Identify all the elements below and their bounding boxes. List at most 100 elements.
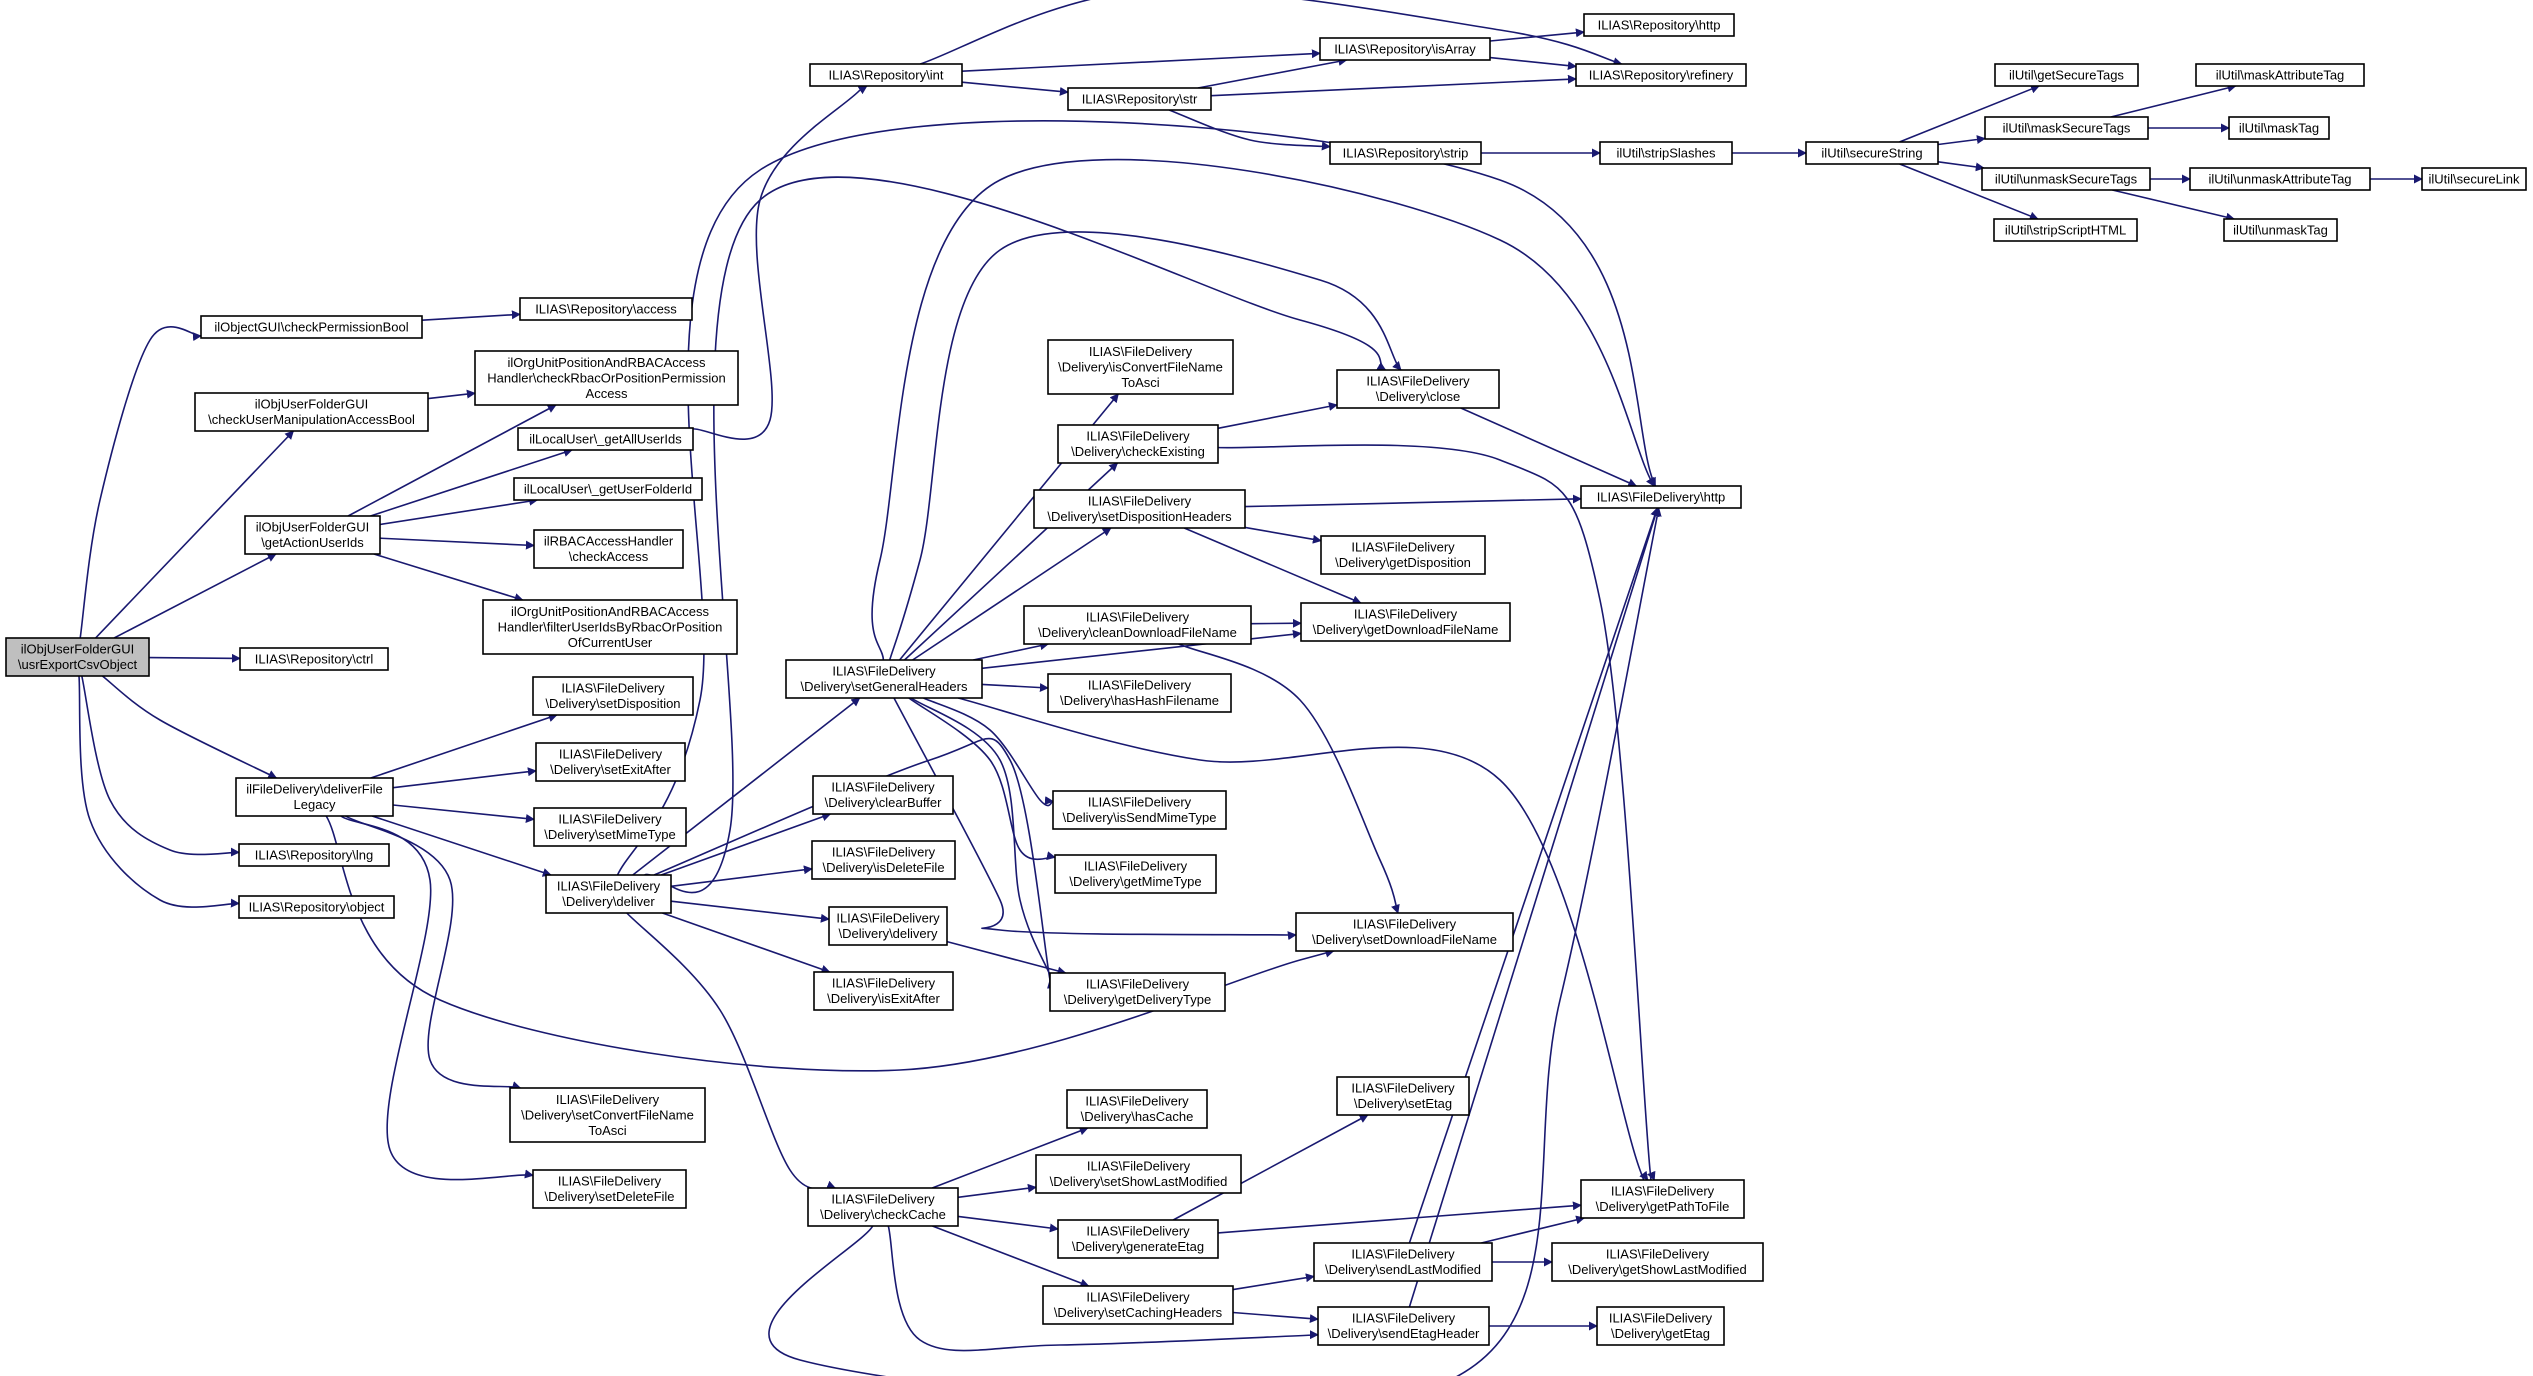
node-box[interactable] — [1057, 424, 1219, 464]
node-setConvertFileName[interactable]: ILIAS\FileDelivery\Delivery\setConvertFi… — [509, 1087, 706, 1143]
node-getPathToFile[interactable]: ILIAS\FileDelivery\Delivery\getPathToFil… — [1580, 1179, 1745, 1219]
node-root[interactable]: ilObjUserFolderGUI\usrExportCsvObject — [5, 637, 150, 677]
node-box[interactable] — [1067, 87, 1212, 111]
node-box[interactable] — [1329, 141, 1482, 165]
node-box[interactable] — [812, 775, 954, 815]
node-maskSecureTags[interactable]: ilUtil\maskSecureTags — [1984, 116, 2149, 140]
node-box[interactable] — [532, 676, 694, 716]
node-box[interactable] — [1583, 13, 1735, 37]
node-getMimeType[interactable]: ILIAS\FileDelivery\Delivery\getMimeType — [1054, 854, 1217, 894]
node-repoStr[interactable]: ILIAS\Repository\str — [1067, 87, 1212, 111]
node-getEtag[interactable]: ILIAS\FileDelivery\Delivery\getEtag — [1596, 1306, 1725, 1346]
node-getDisposition[interactable]: ILIAS\FileDelivery\Delivery\getDispositi… — [1320, 535, 1486, 575]
node-stripScriptHTML[interactable]: ilUtil\stripScriptHTML — [1993, 218, 2138, 242]
node-box[interactable] — [1313, 1242, 1493, 1282]
node-isDeleteFile[interactable]: ILIAS\FileDelivery\Delivery\isDeleteFile — [811, 840, 956, 880]
node-box[interactable] — [828, 906, 948, 946]
node-repoIsArray[interactable]: ILIAS\Repository\isArray — [1319, 37, 1491, 61]
node-box[interactable] — [2228, 116, 2330, 140]
node-secureString[interactable]: ilUtil\secureString — [1805, 141, 1939, 165]
node-getSecureTags[interactable]: ilUtil\getSecureTags — [1994, 63, 2139, 87]
node-maskTag[interactable]: ilUtil\maskTag — [2228, 116, 2330, 140]
node-setMimeType[interactable]: ILIAS\FileDelivery\Delivery\setMimeType — [533, 807, 687, 847]
node-box[interactable] — [5, 637, 150, 677]
node-box[interactable] — [1052, 790, 1227, 830]
node-box[interactable] — [1054, 854, 1217, 894]
node-repoObject[interactable]: ILIAS\Repository\object — [238, 895, 395, 919]
node-repoAccess[interactable]: ILIAS\Repository\access — [519, 297, 693, 321]
node-box[interactable] — [1575, 63, 1747, 87]
node-rbacCheckAccess[interactable]: ilRBACAccessHandler\checkAccess — [533, 529, 684, 569]
node-isExitAfter[interactable]: ILIAS\FileDelivery\Delivery\isExitAfter — [813, 971, 954, 1011]
node-box[interactable] — [533, 807, 687, 847]
node-setExitAfter[interactable]: ILIAS\FileDelivery\Delivery\setExitAfter — [535, 742, 686, 782]
node-box[interactable] — [1336, 369, 1500, 409]
node-box[interactable] — [1047, 673, 1232, 713]
node-getActionUserIds[interactable]: ilObjUserFolderGUI\getActionUserIds — [244, 515, 381, 555]
node-box[interactable] — [535, 742, 686, 782]
node-box[interactable] — [785, 659, 983, 699]
node-box[interactable] — [238, 895, 395, 919]
node-repoInt[interactable]: ILIAS\Repository\int — [809, 63, 963, 87]
node-isSendMimeType[interactable]: ILIAS\FileDelivery\Delivery\isSendMimeTy… — [1052, 790, 1227, 830]
node-setDeleteFile[interactable]: ILIAS\FileDelivery\Delivery\setDeleteFil… — [532, 1169, 687, 1209]
node-box[interactable] — [1319, 37, 1491, 61]
node-box[interactable] — [2195, 63, 2365, 87]
node-setGeneralHeaders[interactable]: ILIAS\FileDelivery\Delivery\setGeneralHe… — [785, 659, 983, 699]
node-box[interactable] — [2189, 167, 2371, 191]
node-fdHttp[interactable]: ILIAS\FileDelivery\http — [1580, 485, 1742, 509]
node-box[interactable] — [1994, 63, 2139, 87]
node-getDeliveryType[interactable]: ILIAS\FileDelivery\Delivery\getDeliveryT… — [1049, 972, 1226, 1012]
node-maskAttributeTag[interactable]: ilUtil\maskAttributeTag — [2195, 63, 2365, 87]
node-box[interactable] — [1049, 972, 1226, 1012]
node-box[interactable] — [2223, 218, 2338, 242]
node-box[interactable] — [1057, 1219, 1219, 1259]
node-sendEtagHeader[interactable]: ILIAS\FileDelivery\Delivery\sendEtagHead… — [1317, 1306, 1490, 1346]
node-box[interactable] — [1596, 1306, 1725, 1346]
node-box[interactable] — [809, 63, 963, 87]
node-box[interactable] — [482, 599, 738, 655]
node-box[interactable] — [517, 427, 694, 451]
node-box[interactable] — [509, 1087, 706, 1143]
node-box[interactable] — [238, 843, 390, 867]
node-repoHttp[interactable]: ILIAS\Repository\http — [1583, 13, 1735, 37]
node-checkCache[interactable]: ILIAS\FileDelivery\Delivery\checkCache — [807, 1187, 959, 1227]
node-box[interactable] — [1035, 1154, 1242, 1194]
node-getUserFolderId[interactable]: ilLocalUser\_getUserFolderId — [513, 477, 703, 501]
node-box[interactable] — [1042, 1285, 1234, 1325]
node-unmaskSecureTags[interactable]: ilUtil\unmaskSecureTags — [1981, 167, 2151, 191]
node-filterUserIds[interactable]: ilOrgUnitPositionAndRBACAccessHandler\fi… — [482, 599, 738, 655]
node-deliver[interactable]: ILIAS\FileDelivery\Delivery\deliver — [545, 874, 672, 914]
node-box[interactable] — [1981, 167, 2151, 191]
node-unmaskTag[interactable]: ilUtil\unmaskTag — [2223, 218, 2338, 242]
node-setCachingHeaders[interactable]: ILIAS\FileDelivery\Delivery\setCachingHe… — [1042, 1285, 1234, 1325]
node-isConvertFileName[interactable]: ILIAS\FileDelivery\Delivery\isConvertFil… — [1047, 339, 1234, 395]
node-repoLng[interactable]: ILIAS\Repository\lng — [238, 843, 390, 867]
node-box[interactable] — [811, 840, 956, 880]
node-stripSlashes[interactable]: ilUtil\stripSlashes — [1599, 141, 1733, 165]
node-hasHashFilename[interactable]: ILIAS\FileDelivery\Delivery\hasHashFilen… — [1047, 673, 1232, 713]
node-secureLink[interactable]: ilUtil\secureLink — [2421, 167, 2527, 191]
node-setShowLastModified[interactable]: ILIAS\FileDelivery\Delivery\setShowLastM… — [1035, 1154, 1242, 1194]
node-checkExisting[interactable]: ILIAS\FileDelivery\Delivery\checkExistin… — [1057, 424, 1219, 464]
node-box[interactable] — [1993, 218, 2138, 242]
node-box[interactable] — [1580, 1179, 1745, 1219]
node-unmaskAttributeTag[interactable]: ilUtil\unmaskAttributeTag — [2189, 167, 2371, 191]
node-getShowLastModified[interactable]: ILIAS\FileDelivery\Delivery\getShowLastM… — [1551, 1242, 1764, 1282]
node-box[interactable] — [1984, 116, 2149, 140]
node-box[interactable] — [533, 529, 684, 569]
node-close[interactable]: ILIAS\FileDelivery\Delivery\close — [1336, 369, 1500, 409]
node-box[interactable] — [244, 515, 381, 555]
node-repoRefinery[interactable]: ILIAS\Repository\refinery — [1575, 63, 1747, 87]
node-generateEtag[interactable]: ILIAS\FileDelivery\Delivery\generateEtag — [1057, 1219, 1219, 1259]
node-box[interactable] — [1047, 339, 1234, 395]
node-cleanDownloadFileName[interactable]: ILIAS\FileDelivery\Delivery\cleanDownloa… — [1023, 605, 1252, 645]
node-box[interactable] — [1551, 1242, 1764, 1282]
node-checkPermissionBool[interactable]: ilObjectGUI\checkPermissionBool — [200, 315, 423, 339]
node-box[interactable] — [1599, 141, 1733, 165]
node-box[interactable] — [1023, 605, 1252, 645]
node-setDownloadFileName[interactable]: ILIAS\FileDelivery\Delivery\setDownloadF… — [1295, 912, 1514, 952]
node-getAllUserIds[interactable]: ilLocalUser\_getAllUserIds — [517, 427, 694, 451]
node-box[interactable] — [807, 1187, 959, 1227]
